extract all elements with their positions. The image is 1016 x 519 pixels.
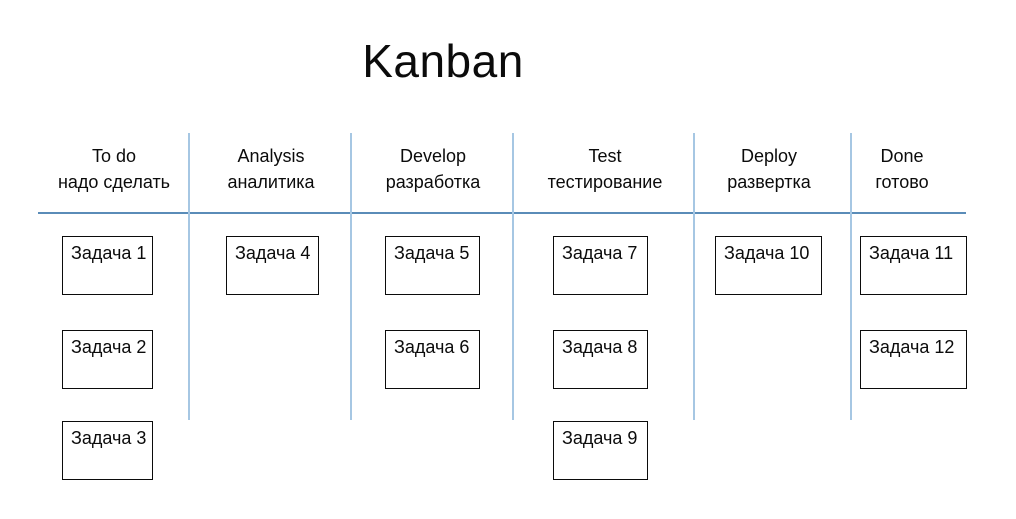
column-label-ru: развертка	[727, 172, 811, 192]
column-header-todo: To do надо сделать	[24, 143, 204, 195]
task-card-label: Задача 9	[562, 428, 638, 448]
header-divider-line	[38, 212, 966, 214]
task-card-label: Задача 11	[869, 243, 954, 263]
task-card-label: Задача 12	[869, 337, 955, 357]
task-card[interactable]: Задача 2	[62, 330, 153, 389]
column-header-develop: Develop разработка	[343, 143, 523, 195]
column-label-ru: тестирование	[547, 172, 663, 192]
task-card[interactable]: Задача 12	[860, 330, 967, 389]
column-label-en: Done	[880, 146, 924, 166]
task-card-label: Задача 6	[394, 337, 470, 357]
column-divider-3	[512, 133, 514, 420]
column-divider-2	[350, 133, 352, 420]
column-header-done: Done готово	[812, 143, 992, 195]
column-divider-1	[188, 133, 190, 420]
column-header-deploy: Deploy развертка	[679, 143, 859, 195]
task-card-label: Задача 10	[724, 243, 810, 263]
column-label-en: Analysis	[237, 146, 305, 166]
task-card-label: Задача 3	[71, 428, 147, 448]
column-divider-4	[693, 133, 695, 420]
page-title: Kanban	[362, 35, 524, 87]
task-card[interactable]: Задача 10	[715, 236, 822, 295]
column-label-ru: готово	[875, 172, 929, 192]
task-card[interactable]: Задача 3	[62, 421, 153, 480]
task-card-label: Задача 4	[235, 243, 311, 263]
column-label-en: Develop	[399, 146, 467, 166]
column-divider-5	[850, 133, 852, 420]
column-label-en: Deploy	[740, 146, 798, 166]
column-header-test: Test тестирование	[515, 143, 695, 195]
task-card-label: Задача 5	[394, 243, 470, 263]
column-label-ru: аналитика	[227, 172, 315, 192]
task-card[interactable]: Задача 8	[553, 330, 648, 389]
task-card[interactable]: Задача 7	[553, 236, 648, 295]
task-card-label: Задача 8	[562, 337, 638, 357]
column-label-ru: разработка	[385, 172, 481, 192]
task-card-label: Задача 2	[71, 337, 147, 357]
task-card[interactable]: Задача 11	[860, 236, 967, 295]
task-card[interactable]: Задача 4	[226, 236, 319, 295]
task-card[interactable]: Задача 5	[385, 236, 480, 295]
column-label-ru: надо сделать	[57, 172, 171, 192]
task-card[interactable]: Задача 9	[553, 421, 648, 480]
column-label-en: To do	[91, 146, 137, 166]
task-card-label: Задача 7	[562, 243, 638, 263]
task-card[interactable]: Задача 1	[62, 236, 153, 295]
task-card[interactable]: Задача 6	[385, 330, 480, 389]
column-header-analysis: Analysis аналитика	[181, 143, 361, 195]
column-label-en: Test	[588, 146, 622, 166]
task-card-label: Задача 1	[71, 243, 147, 263]
